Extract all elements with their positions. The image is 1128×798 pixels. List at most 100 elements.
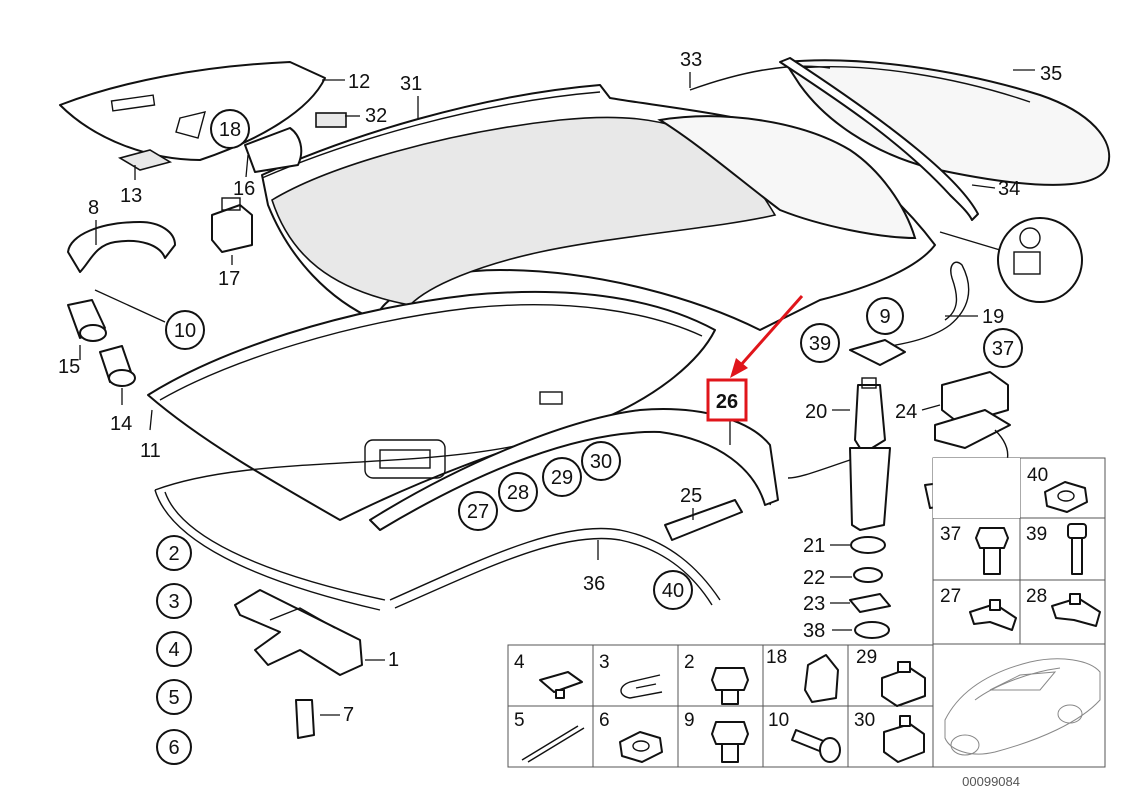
callout-15: 15 [58, 356, 80, 378]
screw-icon [791, 729, 841, 763]
grid-cell-39: 39 [1026, 523, 1087, 575]
hex-nut-icon [619, 731, 663, 763]
callout-14: 14 [110, 413, 132, 435]
circled-callout-40: 40 [653, 570, 693, 610]
grid-cell-27: 27 [940, 586, 1017, 631]
svg-text:9: 9 [879, 306, 890, 328]
weld-nut-icon [969, 599, 1017, 631]
svg-text:3: 3 [599, 652, 610, 673]
callout-8: 8 [88, 197, 99, 219]
allen-screw-icon [1067, 523, 1087, 575]
headliner-interior [147, 290, 716, 521]
svg-text:30: 30 [590, 451, 612, 473]
highlighted-part-26: 26 [706, 295, 804, 422]
svg-text:18: 18 [766, 647, 787, 668]
u-clip-icon [620, 674, 663, 699]
svg-text:28: 28 [507, 482, 529, 504]
car-icon [944, 658, 1101, 756]
grid-cell-9: 9 [684, 710, 749, 763]
seal-36 [389, 527, 721, 601]
actuator-20 [854, 384, 886, 449]
circled-callout-29: 29 [542, 457, 582, 497]
trim-rail-26 [369, 408, 779, 531]
svg-text:27: 27 [940, 586, 961, 607]
svg-text:29: 29 [856, 647, 877, 668]
callout-labels: 1 7 8 11 12 13 14 15 16 17 19 20 21 22 2… [58, 49, 1062, 726]
svg-text:10: 10 [174, 320, 196, 342]
callout-31: 31 [400, 73, 422, 95]
hardtop-window-opening [657, 115, 917, 240]
cable-19 [864, 261, 970, 351]
svg-text:5: 5 [514, 710, 525, 731]
svg-text:39: 39 [809, 333, 831, 355]
hex-bolt-icon [711, 667, 749, 705]
grid-cell-37: 37 [940, 524, 1009, 575]
circled-callout-9: 9 [866, 297, 904, 335]
svg-text:2: 2 [684, 652, 695, 673]
bracket-1 [234, 589, 363, 676]
callout-22: 22 [803, 567, 825, 589]
svg-text:40: 40 [662, 580, 684, 602]
pad-23 [849, 593, 891, 613]
grid-cell-18: 18 [766, 647, 839, 703]
svg-text:18: 18 [219, 119, 241, 141]
callout-11: 11 [140, 440, 161, 462]
stud-7 [295, 699, 315, 739]
circled-callout-28: 28 [498, 472, 538, 512]
bearing-21 [850, 536, 886, 554]
callout-17: 17 [218, 268, 240, 290]
circled-callout-27: 27 [458, 491, 498, 531]
grid-cell-2: 2 [684, 652, 749, 705]
callout-7: 7 [343, 704, 354, 726]
circled-callout-6: 6 [156, 729, 192, 765]
callout-34: 34 [998, 178, 1020, 200]
hex-bolt-icon [975, 527, 1009, 575]
callout-36: 36 [583, 573, 605, 595]
hex-bolt-icon [711, 721, 749, 763]
weld-nut-icon [1051, 593, 1101, 627]
circled-callout-5: 5 [156, 679, 192, 715]
document-number: 00099084 [962, 774, 1020, 789]
svg-text:2: 2 [168, 543, 179, 565]
callout-25: 25 [680, 485, 702, 507]
strip-icon [521, 725, 585, 763]
svg-text:3: 3 [168, 591, 179, 613]
callout-20: 20 [805, 401, 827, 423]
spring-clip-icon [804, 654, 839, 703]
svg-text:30: 30 [854, 710, 875, 731]
callout-24: 24 [895, 401, 917, 423]
svg-text:27: 27 [467, 501, 489, 523]
grid-cell-6: 6 [599, 710, 663, 763]
grid-cell-4: 4 [514, 652, 583, 699]
callout-23: 23 [803, 593, 825, 615]
svg-text:37: 37 [992, 338, 1014, 360]
plug-cap-icon [539, 671, 583, 699]
circled-callout-39: 39 [800, 323, 840, 363]
circled-callout-4: 4 [156, 631, 192, 667]
callout-13: 13 [120, 185, 142, 207]
callout-35: 35 [1040, 63, 1062, 85]
seal-33 [689, 65, 831, 91]
highlight-arrow [738, 295, 804, 367]
bracket-clip-icon [883, 715, 925, 763]
seal-34 [779, 57, 979, 221]
svg-text:28: 28 [1026, 586, 1047, 607]
circled-callout-3: 3 [156, 583, 192, 619]
callout-12: 12 [348, 71, 370, 93]
callout-33: 33 [680, 49, 702, 71]
svg-text:37: 37 [940, 524, 961, 545]
callout-16: 16 [233, 178, 255, 200]
svg-text:4: 4 [168, 639, 179, 661]
hex-nut-icon [1044, 481, 1088, 513]
grab-handle [67, 221, 176, 273]
car-locator-thumbnail [932, 643, 1106, 768]
svg-text:5: 5 [168, 687, 179, 709]
rod-25 [664, 499, 743, 541]
trim-strip-16 [244, 127, 303, 173]
callout-32: 32 [365, 105, 387, 127]
grid-cell-5: 5 [514, 710, 585, 763]
svg-text:29: 29 [551, 467, 573, 489]
svg-text:4: 4 [514, 652, 525, 673]
callout-38: 38 [803, 620, 825, 642]
